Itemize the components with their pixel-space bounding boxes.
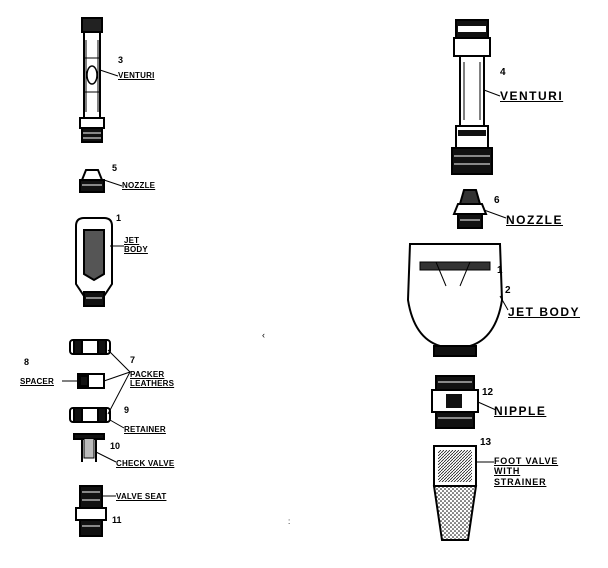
jet-body-right-label: JET BODY bbox=[508, 305, 581, 319]
nozzle-left-label: NOZZLE bbox=[122, 181, 156, 190]
nozzle-right-leader bbox=[483, 209, 507, 219]
packer-leathers-label-line1: PACKER bbox=[130, 370, 165, 379]
check-valve-part bbox=[73, 433, 105, 462]
venturi-right-number: 4 bbox=[500, 67, 506, 78]
packer-leathers-label: PACKER LEATHERS bbox=[130, 370, 174, 388]
spacer-label: SPACER bbox=[20, 377, 54, 386]
venturi-left-leader bbox=[99, 69, 119, 77]
foot-valve-number: 13 bbox=[480, 437, 492, 448]
nozzle-right-number: 6 bbox=[494, 195, 500, 206]
nozzle-left-leader bbox=[103, 179, 123, 187]
nipple-label: NIPPLE bbox=[494, 404, 547, 418]
foot-valve-label-line1: FOOT VALVE bbox=[494, 456, 559, 466]
jet-body-left-number: 1 bbox=[116, 213, 122, 223]
nipple-part bbox=[431, 375, 479, 429]
jet-body-left-label: JET BODY bbox=[124, 236, 148, 254]
venturi-left-number: 3 bbox=[118, 55, 124, 65]
valve-seat-label: VALVE SEAT bbox=[116, 492, 167, 501]
packer-leathers-number: 7 bbox=[130, 355, 136, 365]
stray-mark-2: : bbox=[288, 517, 290, 526]
check-valve-number: 10 bbox=[110, 441, 121, 451]
nozzle-left-part bbox=[79, 169, 105, 193]
nozzle-right-label: NOZZLE bbox=[506, 213, 563, 227]
jet-body-left-label-line2: BODY bbox=[124, 245, 148, 255]
packer-leather-top-part bbox=[69, 339, 111, 355]
venturi-left-part bbox=[79, 17, 105, 143]
venturi-right-leader bbox=[483, 89, 501, 97]
foot-valve-label-line3: STRAINER bbox=[494, 476, 547, 487]
valve-seat-part bbox=[75, 485, 107, 537]
retainer-label: RETAINER bbox=[124, 425, 166, 434]
check-valve-label: CHECK VALVE bbox=[116, 459, 175, 468]
spacer-part bbox=[77, 373, 105, 389]
foot-valve-label: FOOT VALVE WITH STRAINER bbox=[494, 456, 558, 487]
venturi-right-label: VENTURI bbox=[500, 89, 564, 103]
jet-body-left-part bbox=[75, 217, 113, 307]
spacer-number: 8 bbox=[24, 357, 30, 367]
packer-leather-bottom-part bbox=[69, 407, 111, 423]
jet-body-right-number-b: 2 bbox=[505, 285, 511, 296]
nipple-number: 12 bbox=[482, 387, 494, 398]
valve-seat-number: 11 bbox=[112, 515, 122, 525]
venturi-left-label: VENTURI bbox=[118, 71, 155, 80]
nozzle-left-number: 5 bbox=[112, 163, 118, 173]
foot-valve-label-line2: WITH bbox=[494, 466, 521, 477]
jet-body-right-part bbox=[406, 243, 504, 357]
nozzle-right-part bbox=[452, 189, 488, 229]
nipple-leader bbox=[477, 401, 497, 411]
packer-leathers-leader-mid bbox=[103, 371, 131, 382]
jet-body-right-leader bbox=[499, 295, 509, 311]
jet-body-left-label-line1: JET bbox=[124, 236, 140, 245]
venturi-right-part bbox=[451, 19, 493, 175]
check-valve-leader bbox=[95, 451, 117, 463]
foot-valve-part bbox=[432, 445, 478, 541]
retainer-leader bbox=[109, 419, 125, 429]
retainer-number: 9 bbox=[124, 405, 130, 415]
jet-body-right-number-a: 1 bbox=[497, 265, 503, 276]
stray-mark-1: ‹ bbox=[262, 330, 265, 340]
packer-leathers-label-line2: LEATHERS bbox=[130, 379, 175, 389]
